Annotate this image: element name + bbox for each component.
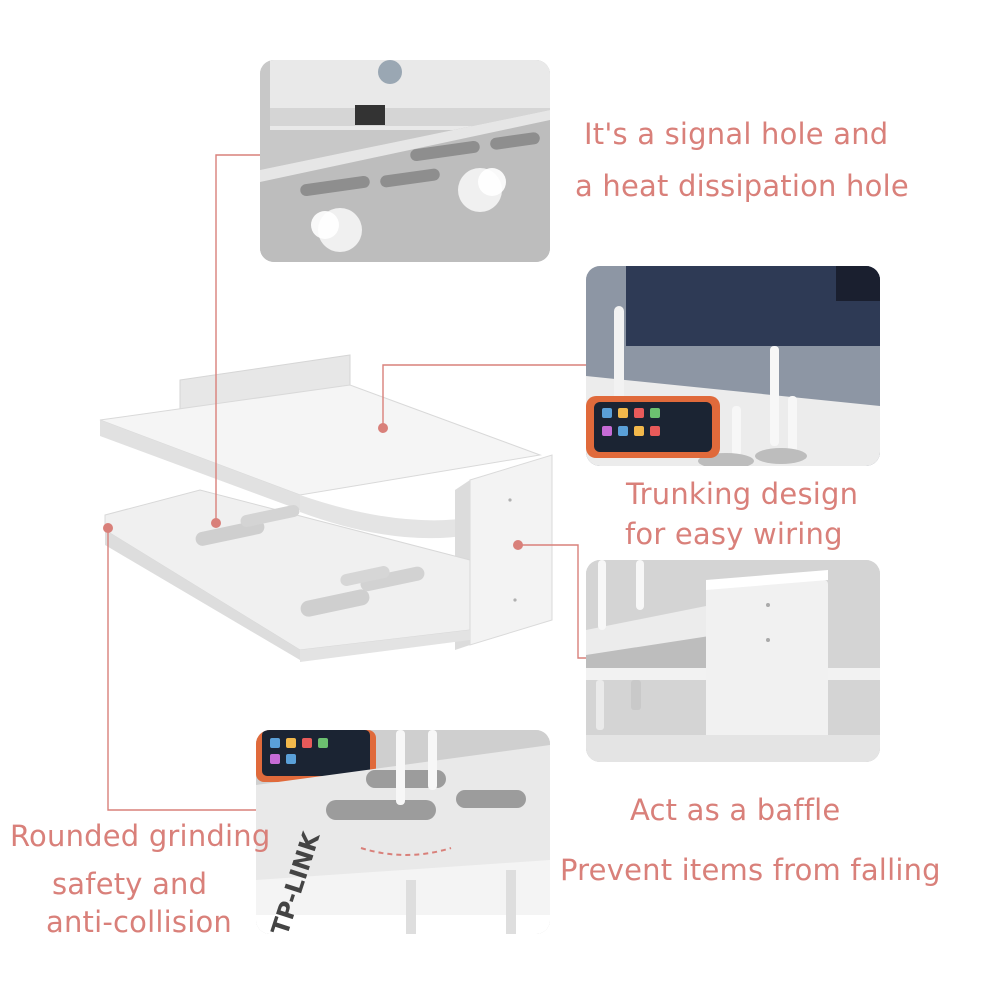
rounded-edge-photo: TP-LINK: [256, 730, 550, 934]
projector-vent-photo: [260, 60, 550, 262]
rounded-caption-line2: safety and: [52, 867, 208, 901]
baffle-illustration: [586, 560, 880, 762]
signal-hole-caption-line2: a heat dissipation hole: [575, 169, 909, 203]
rounded-caption-line1: Rounded grinding: [10, 819, 271, 853]
trunking-illustration: [586, 266, 880, 466]
baffle-caption-line2: Prevent items from falling: [560, 853, 941, 887]
rounded-edge-illustration: [256, 730, 550, 934]
leader-points: [103, 423, 523, 550]
trunking-caption-line2: for easy wiring: [625, 517, 843, 551]
baffle-photo: [586, 560, 880, 762]
leader-lines: [107, 154, 586, 811]
baffle-caption-line1: Act as a baffle: [630, 793, 841, 827]
trunking-photo: [586, 266, 880, 466]
projector-vent-illustration: [260, 60, 550, 262]
rounded-caption-line3: anti-collision: [46, 905, 232, 939]
signal-hole-caption-line1: It's a signal hole and: [584, 117, 889, 151]
trunking-caption-line1: Trunking design: [626, 477, 859, 511]
